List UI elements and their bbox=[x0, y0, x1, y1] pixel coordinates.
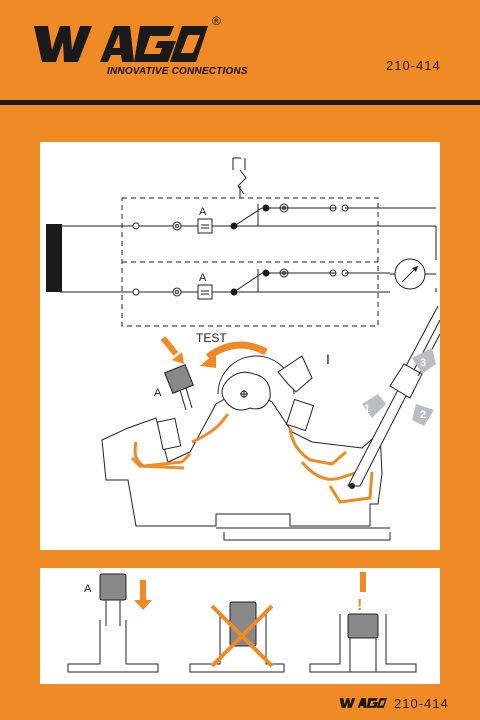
instruction-diagram-panel: A A TEST I A bbox=[40, 142, 441, 550]
insertion-steps: A ! bbox=[67, 572, 417, 673]
registered-mark: ® bbox=[212, 14, 221, 28]
rotary-knob bbox=[221, 355, 313, 411]
brand-tagline: INNOVATIVE CONNECTIONS bbox=[107, 66, 248, 77]
plug-body-left bbox=[156, 398, 315, 451]
insert-arrow bbox=[160, 336, 179, 356]
cage-clamp-springs bbox=[130, 413, 374, 504]
screwdriver-icon bbox=[347, 305, 441, 489]
junction-dot bbox=[262, 204, 270, 212]
step-2-label: 2 bbox=[420, 409, 426, 421]
terminal-strip bbox=[46, 224, 62, 292]
fuse-label-a: A bbox=[199, 206, 207, 218]
plug-correct-step: A bbox=[67, 573, 159, 673]
header-band: ® INNOVATIVE CONNECTIONS 210-414 bbox=[0, 0, 480, 100]
wago-logo-small bbox=[339, 698, 387, 708]
junction-dot bbox=[262, 269, 270, 277]
junction-dot bbox=[230, 222, 238, 230]
arrow-head-icon bbox=[200, 352, 216, 368]
warning-mark: ! bbox=[357, 597, 362, 614]
plug-insertion-panel: A ! bbox=[40, 568, 440, 684]
meter-icon bbox=[390, 258, 436, 290]
step-arrows: 1 2 3 bbox=[362, 348, 436, 426]
arrow-head-icon bbox=[172, 352, 184, 364]
fuse-label-a-lower: A bbox=[199, 272, 207, 284]
test-plug-a bbox=[164, 364, 194, 411]
down-arrow-icon bbox=[134, 600, 152, 610]
plug-wrong-step bbox=[189, 601, 285, 673]
step-1-label: 1 bbox=[364, 403, 370, 415]
rotate-arrow bbox=[205, 341, 268, 360]
position-i-label: I bbox=[326, 351, 330, 367]
part-number-header: 210-414 bbox=[386, 58, 441, 73]
wago-logo bbox=[34, 26, 208, 62]
circuit-diagram: A A TEST I A bbox=[46, 157, 441, 541]
step-3-label: 3 bbox=[420, 357, 426, 369]
plug-inserted-step: ! bbox=[309, 572, 417, 673]
test-label: TEST bbox=[196, 331, 227, 345]
plug-label-a: A bbox=[154, 387, 162, 399]
junction-dot bbox=[230, 288, 238, 296]
header-divider bbox=[0, 100, 480, 105]
step-label-a: A bbox=[84, 583, 92, 595]
part-number-footer: 210-414 bbox=[394, 696, 449, 711]
